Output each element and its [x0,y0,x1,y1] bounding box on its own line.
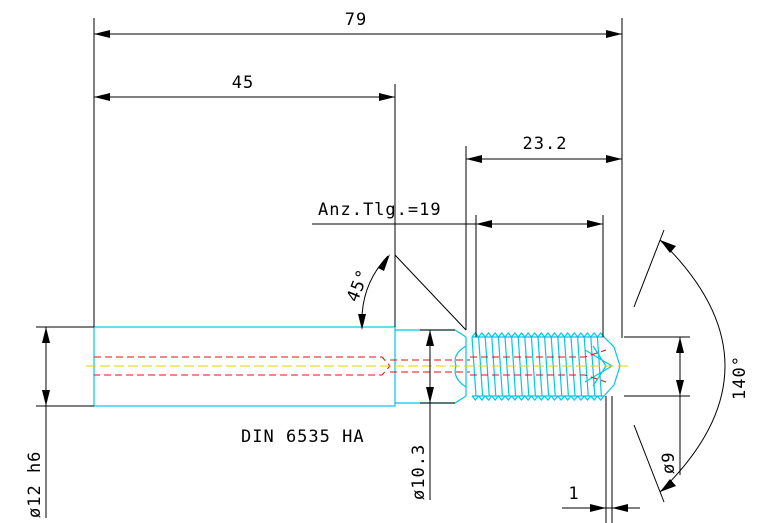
arrow-overall-left [94,30,110,38]
thread-crests-bottom [471,395,605,401]
dim-arc-point-angle [659,239,726,493]
arrow-shank-left [94,93,110,101]
arrow-teeth-right [587,220,603,228]
point-angle-line-top [633,229,665,308]
arrow-thread-left [466,155,482,163]
part-label: DIN 6535 HA [241,427,365,447]
arrow-offset-right [612,504,628,512]
dim-shank-length: 45 [232,73,254,93]
dim-tip-offset: 1 [568,484,579,504]
arrow-shank-dia-top [42,327,50,343]
dim-tip-diameter: ø9 [659,452,679,474]
arrow-chamfer-top [378,254,390,271]
arrow-thread-right [606,155,622,163]
dimensions: 79 45 23.2 Anz.Tlg.=19 45° ø12 h6 [25,10,750,523]
dim-thread-length: 23.2 [523,134,568,154]
dim-tooth-count: Anz.Tlg.=19 [318,200,442,220]
arrow-shank-dia-bottom [42,390,50,406]
arrow-tip-dia-top [676,337,684,353]
dim-overall-length: 79 [345,10,367,30]
arrow-shank-right [379,93,395,101]
arrow-tip-dia-bottom [676,380,684,396]
point-angle-line-bottom [633,424,665,503]
thread-crests-top [471,332,605,338]
dim-chamfer-angle: 45° [343,266,374,305]
dim-point-angle: 140° [730,355,750,400]
arrow-overall-right [606,30,622,38]
chamfer-ext-line [394,254,467,331]
dim-shank-diameter: ø12 h6 [25,451,45,518]
arrow-chamfer-bottom [358,314,366,330]
arrow-teeth-left [476,220,492,228]
arrow-point-angle-top [660,240,676,253]
coolant-bore-thread [470,349,607,383]
dim-neck-diameter: ø10.3 [409,444,429,500]
arrow-neck-dia-top [426,330,434,346]
arrow-point-angle-bottom [660,479,676,492]
arrow-offset-left [590,504,606,512]
arrow-neck-dia-bottom [426,387,434,403]
